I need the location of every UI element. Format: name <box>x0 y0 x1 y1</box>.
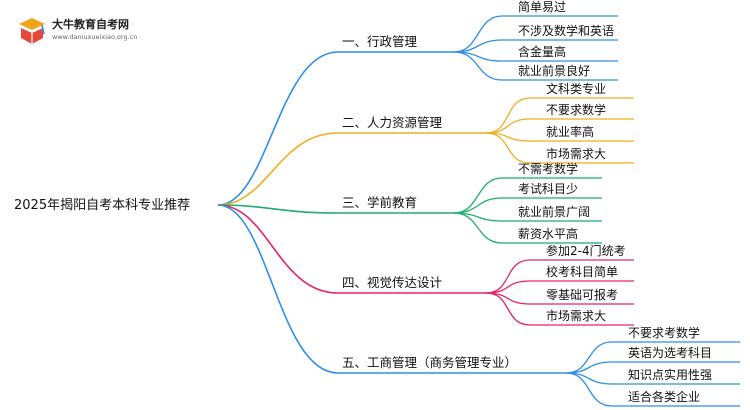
edge-branch-5-to-leaf-1 <box>565 341 613 374</box>
leaf-topic-3-3: 就业前景广阔 <box>518 204 590 219</box>
edge-branch-2-to-leaf-1 <box>485 97 531 134</box>
leaf-topic-4-4: 市场需求大 <box>546 308 606 323</box>
leaf-topic-3-1: 不需考数学 <box>518 161 578 176</box>
leaf-topic-5-1: 不要求考数学 <box>628 325 700 340</box>
logo-url: www.daniuxueixiao.org.cn <box>52 33 138 41</box>
branch-topic-4: 四、视觉传达设计 <box>342 275 442 290</box>
edge-branch-4-to-leaf-3 <box>485 292 531 305</box>
leaf-topic-2-2: 不要求数学 <box>546 102 606 117</box>
edge-branch-3-to-leaf-2 <box>453 197 503 214</box>
branch-topic-2: 二、人力资源管理 <box>342 115 443 130</box>
leaf-topic-1-4: 就业前景良好 <box>518 63 590 78</box>
root-topic: 2025年揭阳自考本科专业推荐 <box>14 198 190 213</box>
leaf-topic-2-1: 文科类专业 <box>546 81 606 96</box>
edge-branch-4-to-leaf-1 <box>485 259 531 294</box>
branch-topic-5: 五、工商管理（商务管理专业） <box>342 355 517 370</box>
edge-branch-1-to-leaf-1 <box>453 15 503 53</box>
leaf-topic-4-1: 参加2-4门统考 <box>546 243 626 258</box>
edge-branch-2-to-leaf-2 <box>485 118 531 134</box>
leaf-topic-1-1: 简单易过 <box>518 0 566 14</box>
book-logo-icon <box>19 18 45 44</box>
site-logo: 大牛教育自考网 www.daniuxueixiao.org.cn <box>16 14 156 50</box>
branch-topic-1: 一、行政管理 <box>342 34 418 49</box>
mind-map-nodes: 2025年揭阳自考本科专业推荐 一、行政管理 简单易过不涉及数学和英语含金量高就业… <box>14 0 712 404</box>
leaf-topic-5-4: 适合各类企业 <box>628 389 700 404</box>
edge-branch-1-to-leaf-4 <box>453 51 503 81</box>
edge-branch-5-to-leaf-4 <box>565 372 613 407</box>
leaf-topic-3-4: 薪资水平高 <box>518 226 578 241</box>
edge-branch-2-to-leaf-4 <box>485 132 531 164</box>
edge-branch-4-to-leaf-2 <box>485 280 531 294</box>
logo-title: 大牛教育自考网 <box>52 18 129 31</box>
edge-branch-4-to-leaf-4 <box>485 292 531 326</box>
leaf-topic-1-2: 不涉及数学和英语 <box>518 23 614 38</box>
leaf-topic-5-2: 英语为选考科目 <box>628 346 712 360</box>
edge-root-to-branch-2 <box>217 132 339 206</box>
edge-root-to-branch-5 <box>217 204 339 374</box>
leaf-topic-3-2: 考试科目少 <box>518 181 578 196</box>
mind-map-edges <box>217 15 740 407</box>
leaf-topic-2-3: 就业率高 <box>546 124 594 139</box>
edge-branch-3-to-leaf-4 <box>453 212 503 244</box>
edge-branch-1-to-leaf-2 <box>453 39 503 53</box>
edge-root-to-branch-1 <box>217 51 339 206</box>
edge-branch-3-to-leaf-1 <box>453 177 503 214</box>
edge-branch-5-to-leaf-3 <box>565 372 613 385</box>
edge-root-to-branch-4 <box>217 204 339 294</box>
leaf-topic-5-3: 知识点实用性强 <box>628 367 712 382</box>
leaf-topic-4-3: 零基础可报考 <box>546 287 618 302</box>
leaf-topic-2-4: 市场需求大 <box>546 146 606 161</box>
leaf-topic-4-2: 校考科目简单 <box>546 264 618 279</box>
edge-root-to-branch-3 <box>217 204 339 214</box>
edge-branch-5-to-leaf-2 <box>565 361 613 374</box>
branch-topic-3: 三、学前教育 <box>342 195 417 210</box>
leaf-topic-1-3: 含金量高 <box>518 44 566 59</box>
